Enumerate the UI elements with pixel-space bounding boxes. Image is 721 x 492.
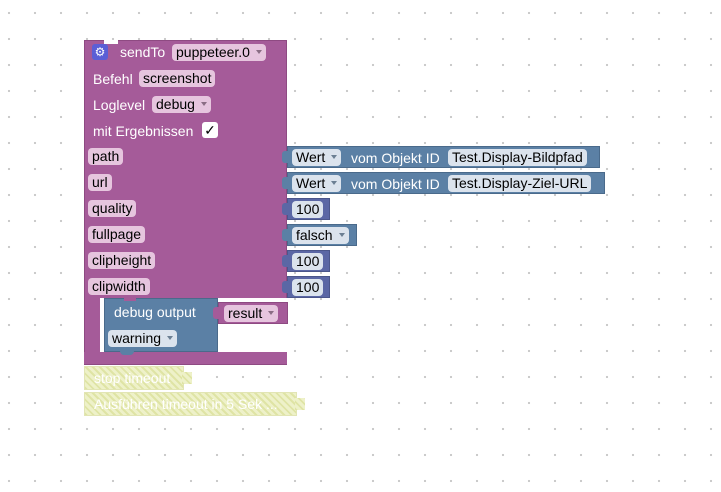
connector-tab	[295, 398, 305, 410]
gear-icon[interactable]: ⚙	[92, 44, 108, 60]
clipwidth-value[interactable]: 100	[292, 279, 324, 296]
connector-tab	[282, 177, 288, 189]
debug-level-value: warning	[112, 330, 162, 346]
url-mode-dropdown[interactable]: Wert	[292, 175, 342, 192]
fullpage-boolean-block[interactable]: falsch	[282, 224, 357, 246]
input-label-url: url	[88, 174, 112, 191]
input-label-clipwidth: clipwidth	[88, 278, 150, 295]
chevron-down-icon	[331, 155, 338, 159]
loglevel-label: Loglevel	[93, 97, 146, 113]
result-variable-dropdown[interactable]: result	[224, 305, 279, 322]
clipheight-value[interactable]: 100	[292, 253, 324, 270]
path-mode-value: Wert	[296, 149, 326, 165]
url-value-block[interactable]: Wert vom Objekt ID Test.Display-Ziel-URL	[282, 172, 605, 194]
block-notch	[104, 40, 118, 44]
stop-timeout-block[interactable]: stop timeout	[84, 366, 184, 390]
debug-output-block[interactable]: debug output warning	[104, 298, 218, 352]
chevron-down-icon	[331, 181, 338, 185]
quality-number-block[interactable]: 100	[282, 198, 330, 220]
result-variable-block[interactable]: result	[213, 302, 288, 324]
run-timeout-block[interactable]: Ausführen timeout in 5 Sek ...	[84, 392, 297, 416]
debug-output-label: debug output	[114, 304, 196, 320]
connector-tab	[213, 307, 219, 319]
fullpage-dropdown[interactable]: falsch	[292, 227, 349, 244]
url-mode-value: Wert	[296, 175, 326, 191]
path-object-text: vom Objekt ID	[351, 150, 440, 166]
input-label-quality: quality	[88, 200, 137, 217]
clipwidth-number-block[interactable]: 100	[282, 276, 330, 298]
input-label-clipheight: clipheight	[88, 252, 156, 269]
chevron-down-icon	[338, 233, 345, 237]
input-label-fullpage: fullpage	[88, 226, 146, 243]
chevron-down-icon	[268, 311, 275, 315]
connector-tab	[182, 372, 192, 384]
input-label-path: path	[88, 148, 124, 165]
clipheight-number-block[interactable]: 100	[282, 250, 330, 272]
path-mode-dropdown[interactable]: Wert	[292, 149, 342, 166]
path-object-id[interactable]: Test.Display-Bildpfad	[448, 149, 587, 166]
result-variable-value: result	[228, 305, 263, 321]
sendto-block-bottom	[84, 352, 287, 365]
results-checkbox[interactable]: ✓	[202, 122, 218, 138]
url-object-text: vom Objekt ID	[351, 176, 440, 192]
connector-tab	[282, 255, 288, 267]
url-object-id[interactable]: Test.Display-Ziel-URL	[448, 175, 592, 192]
results-label: mit Ergebnissen	[93, 123, 194, 139]
connector-tab	[282, 151, 288, 163]
connector-tab	[282, 203, 288, 215]
chevron-down-icon	[167, 336, 174, 340]
connector-tab	[282, 229, 288, 241]
debug-level-dropdown[interactable]: warning	[108, 330, 178, 347]
debug-bottom-tab	[120, 351, 134, 355]
quality-value[interactable]: 100	[292, 201, 324, 218]
chevron-down-icon	[255, 50, 262, 54]
loglevel-value: debug	[156, 96, 195, 112]
chevron-down-icon	[200, 102, 207, 106]
path-value-block[interactable]: Wert vom Objekt ID Test.Display-Bildpfad	[282, 146, 600, 168]
instance-dropdown[interactable]: puppeteer.0	[172, 44, 266, 61]
instance-value: puppeteer.0	[176, 44, 250, 60]
loglevel-dropdown[interactable]: debug	[152, 96, 211, 113]
befehl-field[interactable]: screenshot	[139, 70, 216, 87]
fullpage-value: falsch	[296, 227, 333, 243]
befehl-label: Befehl	[93, 71, 133, 87]
connector-tab	[282, 281, 288, 293]
debug-notch	[124, 298, 136, 301]
sendto-label: sendTo	[120, 44, 166, 60]
